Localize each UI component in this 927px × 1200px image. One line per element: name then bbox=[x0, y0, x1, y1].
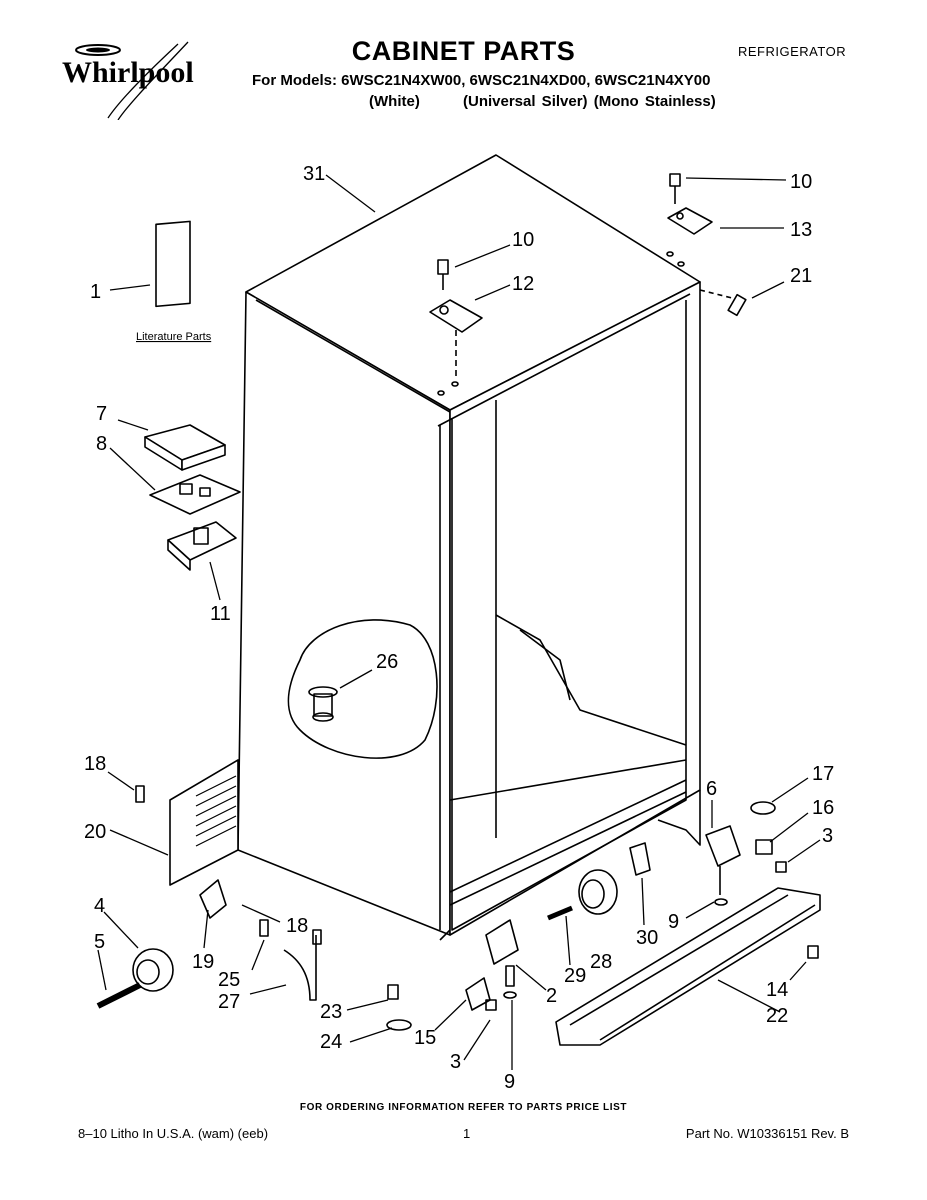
callout-10: 10 bbox=[790, 171, 812, 193]
drain-tube-27 bbox=[283, 935, 317, 1001]
callout-18: 18 bbox=[84, 753, 106, 775]
hinge-13 bbox=[667, 207, 713, 235]
callout-26: 26 bbox=[376, 651, 398, 673]
callout-17: 17 bbox=[812, 763, 834, 785]
callout-21: 21 bbox=[790, 265, 812, 287]
callout-24: 24 bbox=[320, 1031, 342, 1053]
callout-18: 18 bbox=[286, 915, 308, 937]
callout-5: 5 bbox=[94, 931, 105, 953]
bracket-2 bbox=[485, 919, 519, 965]
control-board-8 bbox=[149, 474, 241, 515]
ordering-note: FOR ORDERING INFORMATION REFER TO PARTS … bbox=[299, 1102, 628, 1113]
callout-4: 4 bbox=[94, 895, 105, 917]
callout-13: 13 bbox=[790, 219, 812, 241]
cutout-view-26 bbox=[287, 619, 438, 759]
callout-10: 10 bbox=[512, 229, 534, 251]
hinge-12 bbox=[429, 299, 483, 333]
callout-12: 12 bbox=[512, 273, 534, 295]
product-category: REFRIGERATOR bbox=[738, 44, 847, 59]
callout-23: 23 bbox=[320, 1001, 342, 1023]
callout-3: 3 bbox=[450, 1051, 461, 1073]
callout-20: 20 bbox=[84, 821, 106, 843]
model-colors: (White) (Universal Silver) (Mono Stainle… bbox=[369, 93, 716, 110]
callout-9: 9 bbox=[668, 911, 679, 933]
brand-wordmark: Whirlpool bbox=[62, 56, 194, 89]
litho-info: 8–10 Litho In U.S.A. (wam) (eeb) bbox=[78, 1126, 269, 1141]
page-title: CABINET PARTS bbox=[351, 36, 576, 66]
model-list: For Models: 6WSC21N4XW00, 6WSC21N4XD00, … bbox=[252, 72, 711, 89]
callout-30: 30 bbox=[636, 927, 658, 949]
callout-22: 22 bbox=[766, 1005, 788, 1027]
callout-19: 19 bbox=[192, 951, 214, 973]
callout-numbers: 1 31 10 12 10 13 21 7 8 11 26 18 20 4 5 … bbox=[84, 163, 834, 1093]
literature-parts-label: Literature Parts bbox=[136, 331, 212, 343]
callout-3: 3 bbox=[822, 825, 833, 847]
whirlpool-logo: Whirlpool bbox=[62, 41, 194, 120]
callout-25: 25 bbox=[218, 969, 240, 991]
callout-9: 9 bbox=[504, 1071, 515, 1093]
cabinet-31 bbox=[237, 154, 701, 941]
callout-2: 2 bbox=[546, 985, 557, 1007]
page-number: 1 bbox=[463, 1126, 471, 1141]
callout-8: 8 bbox=[96, 433, 107, 455]
pad-30 bbox=[629, 842, 651, 876]
callout-15: 15 bbox=[414, 1027, 436, 1049]
leveler-bracket-6 bbox=[705, 825, 741, 867]
bracket-19 bbox=[199, 879, 227, 919]
callout-14: 14 bbox=[766, 979, 788, 1001]
literature-part-1 bbox=[155, 220, 191, 308]
base-grille-22 bbox=[555, 887, 821, 1046]
callout-7: 7 bbox=[96, 403, 107, 425]
callout-6: 6 bbox=[706, 778, 717, 800]
callout-16: 16 bbox=[812, 797, 834, 819]
callout-11: 11 bbox=[210, 603, 231, 625]
callout-28: 28 bbox=[590, 951, 612, 973]
roller-wheel-4 bbox=[132, 948, 174, 992]
part-number: Part No. W10336151 Rev. B bbox=[685, 1126, 849, 1141]
callout-29: 29 bbox=[564, 965, 586, 987]
callout-1: 1 bbox=[90, 281, 101, 303]
callout-31: 31 bbox=[303, 163, 325, 185]
callout-27: 27 bbox=[218, 991, 240, 1013]
